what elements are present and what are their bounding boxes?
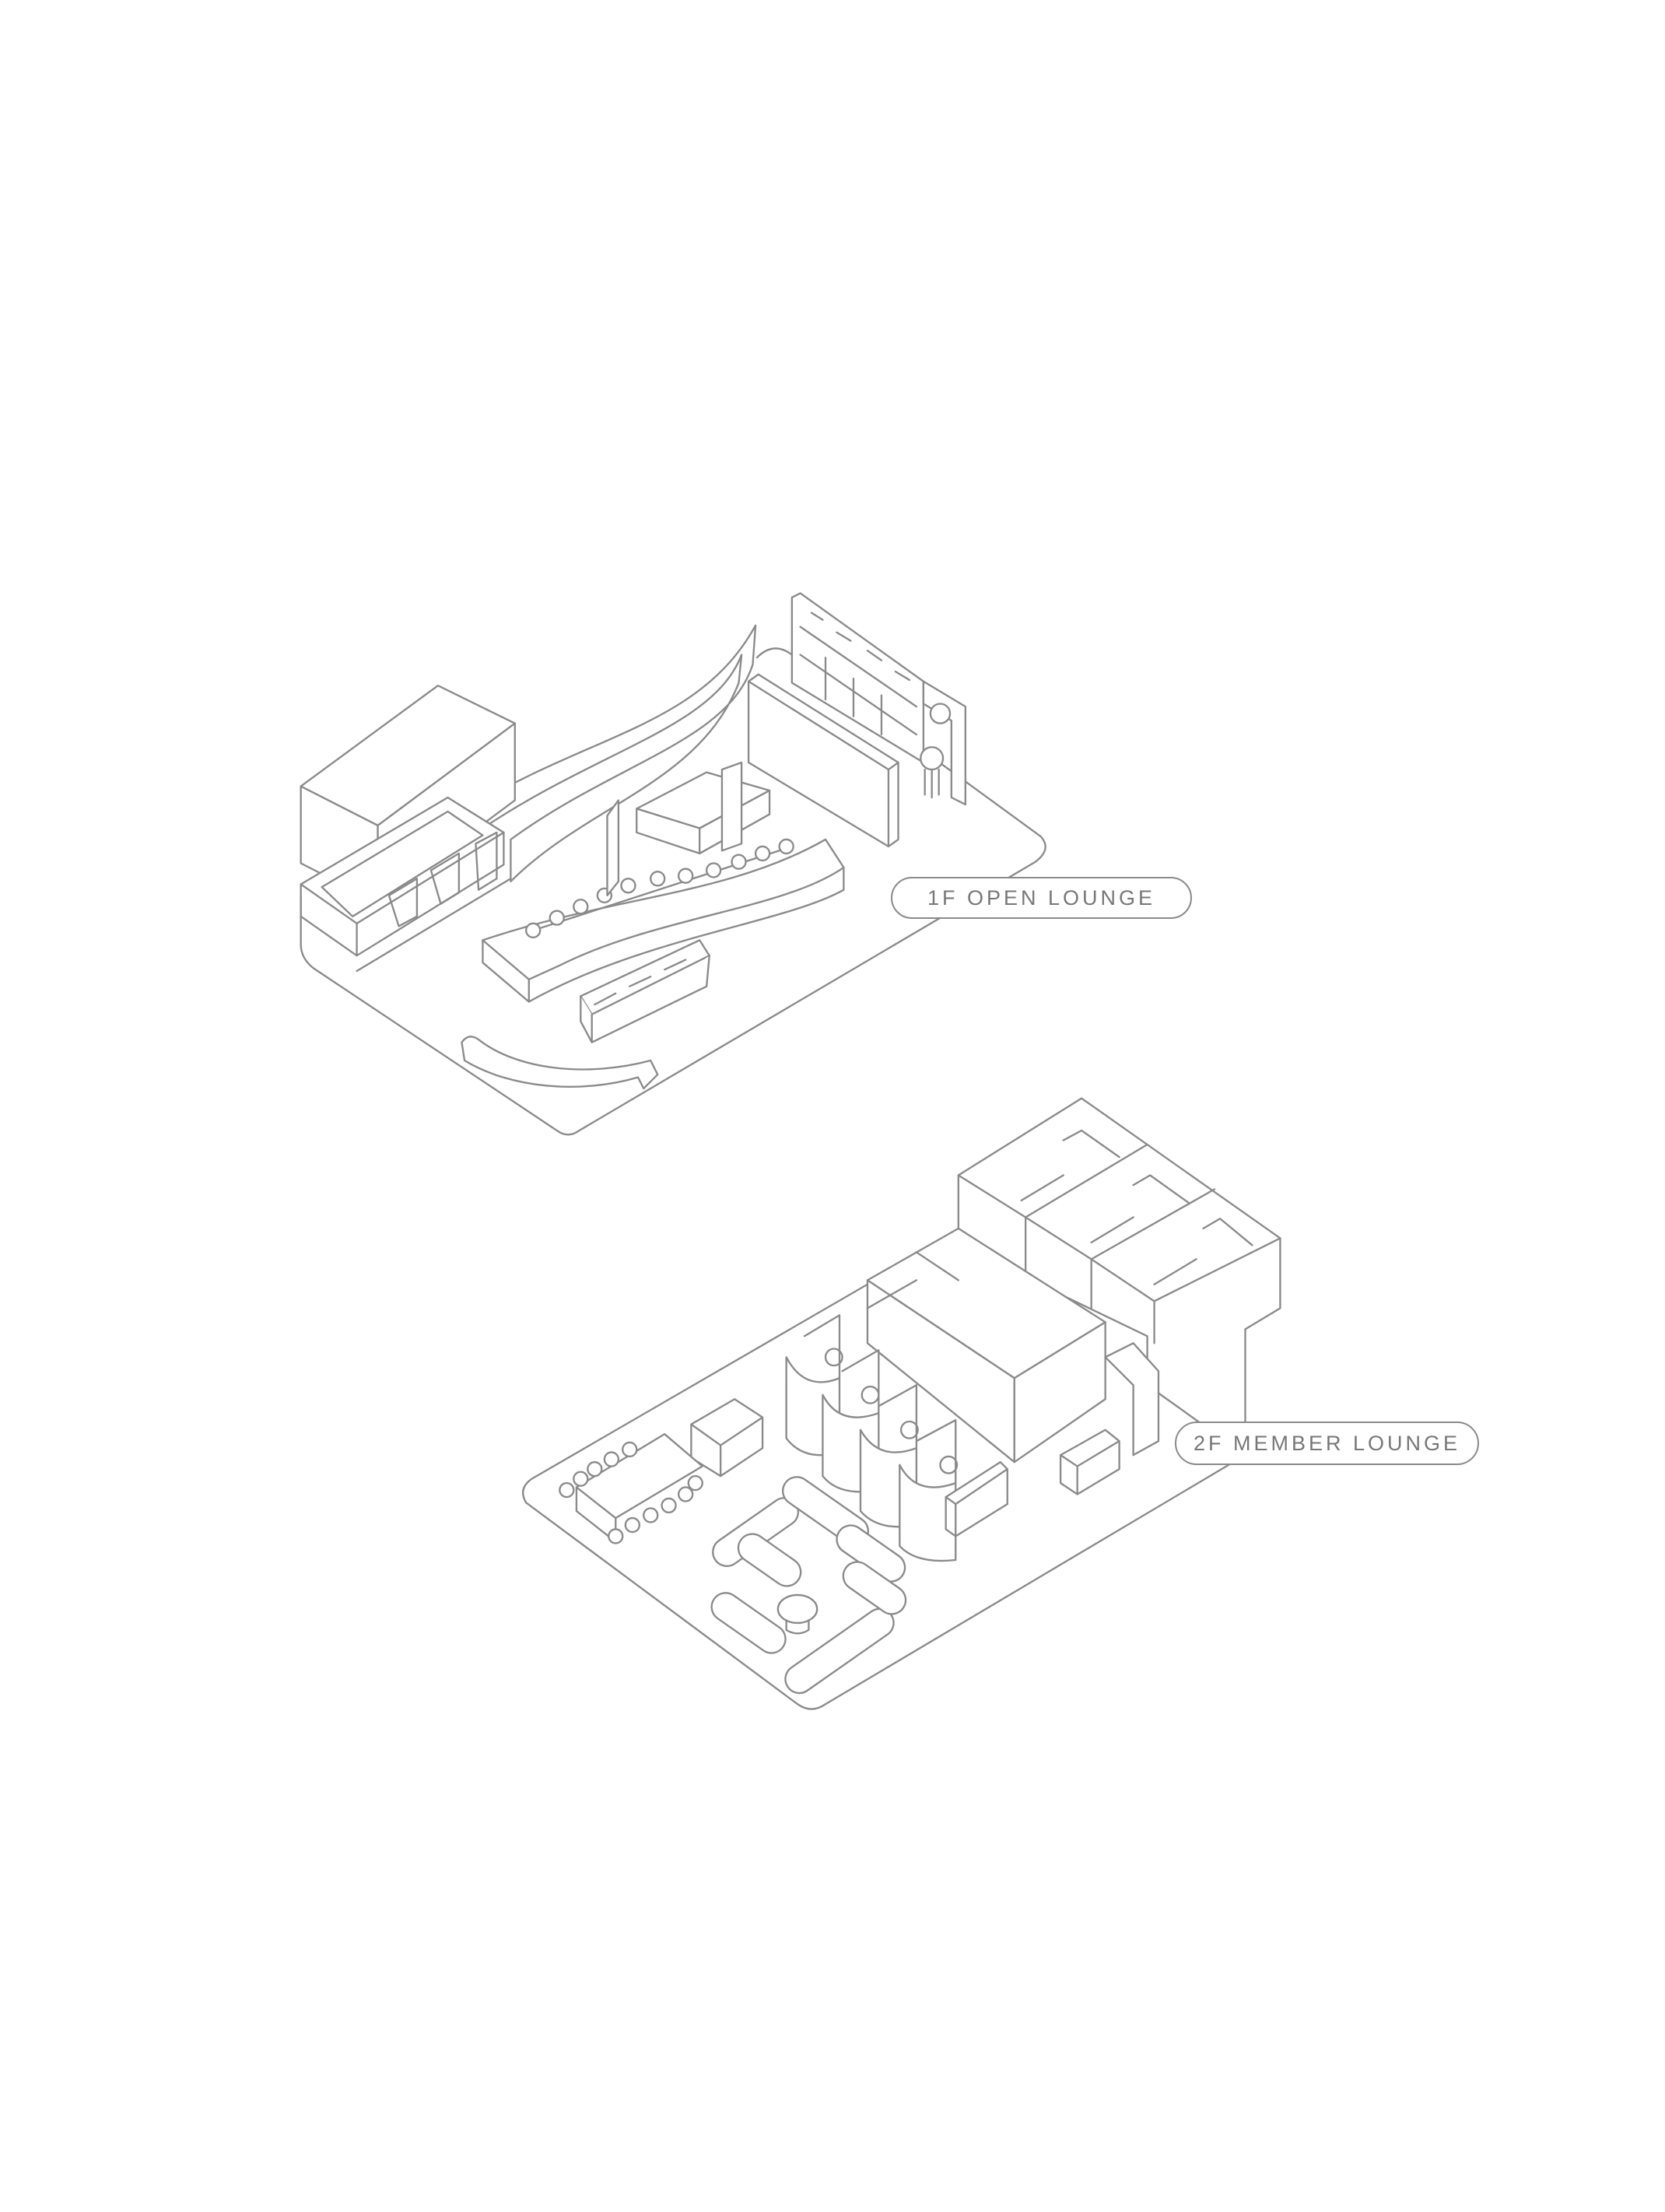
- partition-wall: [747, 673, 899, 848]
- floor-1f-slab: [300, 647, 1046, 1136]
- modular-sofa-upper: [712, 1476, 906, 1587]
- curved-bench: [461, 1036, 659, 1090]
- display-shelf: [790, 592, 967, 806]
- floor-2f-plan: [521, 1097, 1281, 1710]
- floor-label-1f: 1F OPEN LOUNGE: [891, 877, 1192, 919]
- bar-counter: [482, 838, 845, 1003]
- kitchen-block: [300, 684, 516, 957]
- armchair: [1059, 1429, 1120, 1495]
- floor-2f-slab: [521, 1283, 1246, 1710]
- phone-booths: [785, 1314, 959, 1562]
- side-cabinet: [945, 1460, 1008, 1537]
- floor-label-2f: 2F MEMBER LOUNGE: [1175, 1421, 1479, 1465]
- bar-stools: [525, 838, 794, 938]
- curved-wall: [468, 624, 757, 883]
- bar-stool: [920, 746, 945, 799]
- modular-sofa-lower: [710, 1561, 907, 1695]
- lounge-sofa: [580, 939, 710, 1043]
- floor-1f-plan: [300, 592, 1046, 1136]
- floor-1f-edge: [356, 878, 512, 973]
- glass-panel: [606, 799, 620, 897]
- planter-box: [690, 1398, 764, 1478]
- dining-table: [559, 1433, 703, 1544]
- central-block: [866, 1227, 1160, 1464]
- low-table: [636, 761, 771, 855]
